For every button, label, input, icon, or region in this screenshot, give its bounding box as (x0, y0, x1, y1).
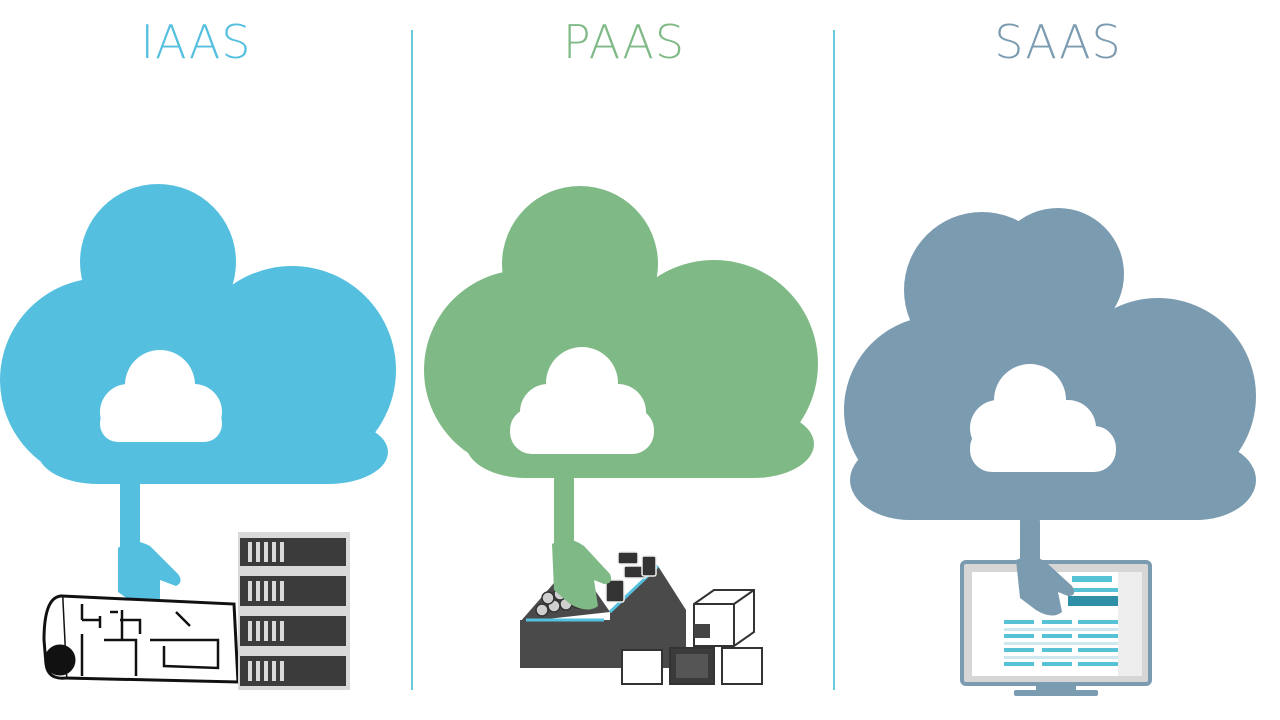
computer-monitor-icon (960, 560, 1152, 696)
iaas-illustration (0, 184, 396, 690)
small-cloud-icon (100, 350, 222, 442)
server-rack-icon (238, 532, 350, 690)
divider-left (411, 30, 413, 690)
divider-right (833, 30, 835, 690)
blocks-icon (621, 589, 763, 685)
saas-illustration (844, 208, 1256, 696)
hand-icon (1016, 556, 1075, 616)
panel-paas: PAAS (414, 0, 834, 720)
paas-illustration (424, 186, 818, 685)
panel-saas: SAAS (836, 0, 1280, 720)
panel-iaas: IAAS (0, 0, 412, 720)
small-cloud-icon (970, 364, 1116, 472)
panel-title-iaas: IAAS (140, 15, 252, 69)
hand-icon (118, 541, 181, 605)
small-cloud-icon (510, 347, 654, 454)
large-cloud-icon (844, 208, 1256, 520)
hand-icon (552, 539, 612, 610)
panel-title-paas: PAAS (562, 15, 686, 69)
panel-title-saas: SAAS (994, 15, 1122, 69)
blueprint-icon (42, 594, 240, 684)
